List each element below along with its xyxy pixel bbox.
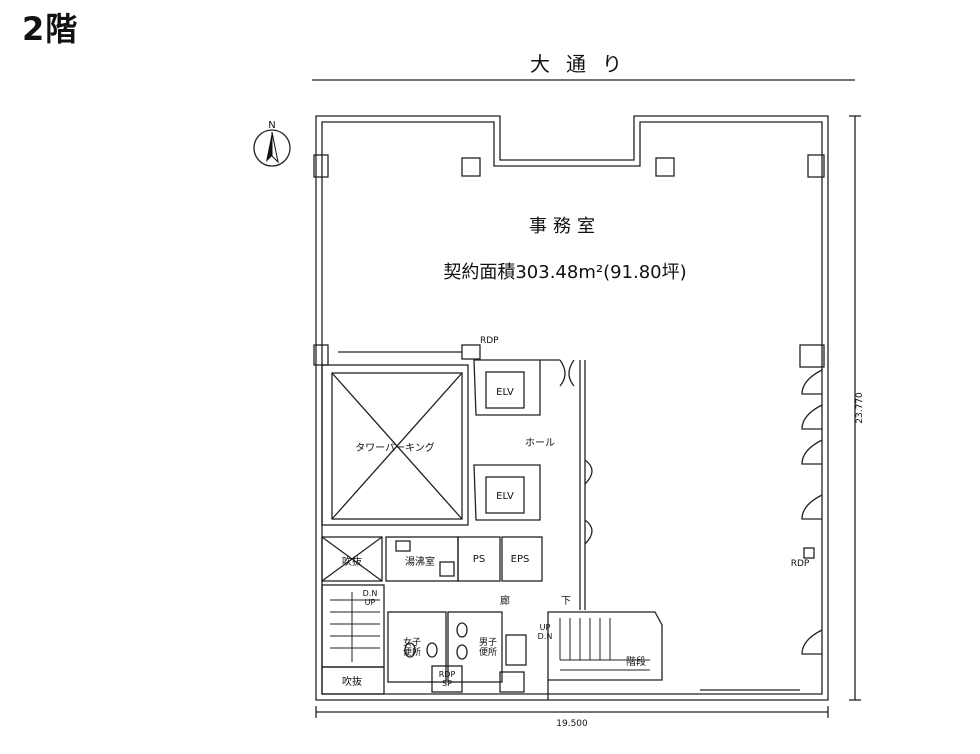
toilet-fixture: [404, 642, 416, 658]
corridor-label: 廊: [500, 594, 510, 607]
door-swing: [801, 629, 823, 655]
column: [313, 154, 329, 178]
elv-upper-label: ELV: [496, 387, 514, 398]
toilet-fixture: [456, 644, 468, 660]
womens-toilet-label: 女子便所: [403, 636, 421, 658]
width-dimension: 19.500: [556, 719, 588, 729]
inner-wall: [321, 121, 823, 695]
void-upper-box: [321, 536, 383, 582]
hall-label: ホール: [525, 437, 555, 449]
eps-label: EPS: [511, 554, 530, 565]
ps-label: PS: [473, 554, 485, 565]
door-swing: [584, 519, 593, 545]
void-lower-box: [321, 666, 385, 695]
mens-toilet-label: 男子便所: [479, 637, 497, 658]
compass-label: N: [268, 120, 275, 131]
stair-right: [547, 611, 663, 681]
floor-title: 2階: [22, 10, 79, 48]
tower-parking-cross: [331, 372, 463, 520]
tower-parking-inner: [331, 372, 463, 520]
north-arrow-icon: [253, 129, 291, 167]
urinal-stall: [505, 634, 527, 666]
door-swing: [559, 359, 566, 387]
column: [799, 344, 825, 368]
main-room-name: 事務室: [529, 216, 601, 237]
rdp-label: RDP: [480, 336, 499, 346]
sink: [395, 540, 411, 552]
door-swing: [801, 369, 823, 395]
down-label: 下: [561, 596, 571, 607]
column: [655, 157, 675, 177]
rdp-box: [803, 547, 815, 559]
eps-room: [501, 536, 543, 582]
column: [313, 344, 329, 366]
door-swing: [568, 359, 575, 387]
outer-wall: [315, 115, 829, 701]
rdp-shaft: [461, 344, 481, 360]
elv-lower-car: [485, 476, 525, 514]
tower-parking-label: タワーパーキング: [355, 441, 435, 454]
ps-room: [457, 536, 501, 582]
column: [807, 154, 825, 178]
kitchenette-label: 湯沸室: [405, 555, 435, 568]
mens-toilet: [447, 611, 503, 683]
elv-lower-label: ELV: [496, 491, 514, 502]
rdp-sp-box: [431, 665, 463, 693]
column: [461, 157, 481, 177]
height-dimension: 23.770: [855, 392, 865, 424]
elv-shaft-upper: [473, 359, 541, 416]
door-swing: [801, 494, 823, 520]
rdp-right-label: RDP: [791, 559, 810, 569]
toilet-fixture: [456, 622, 468, 638]
void-upper-label: 吹抜: [342, 555, 362, 568]
toilet-fixture: [426, 642, 438, 658]
fixture: [439, 561, 455, 577]
womens-toilet: [387, 611, 447, 683]
elv-upper-car: [485, 371, 525, 409]
door-swing: [584, 459, 593, 485]
street-label: 大通り: [530, 52, 638, 76]
stairs-label: 階段: [626, 655, 646, 668]
door-swing: [801, 404, 823, 430]
elv-shaft-lower: [473, 464, 541, 521]
fixture: [499, 671, 525, 693]
void-cross: [321, 536, 383, 582]
tower-parking-outline: [321, 364, 469, 526]
void-lower-label: 吹抜: [342, 675, 362, 688]
door-swing: [801, 439, 823, 465]
main-room-area: 契約面積303.48m²(91.80坪): [443, 262, 686, 283]
